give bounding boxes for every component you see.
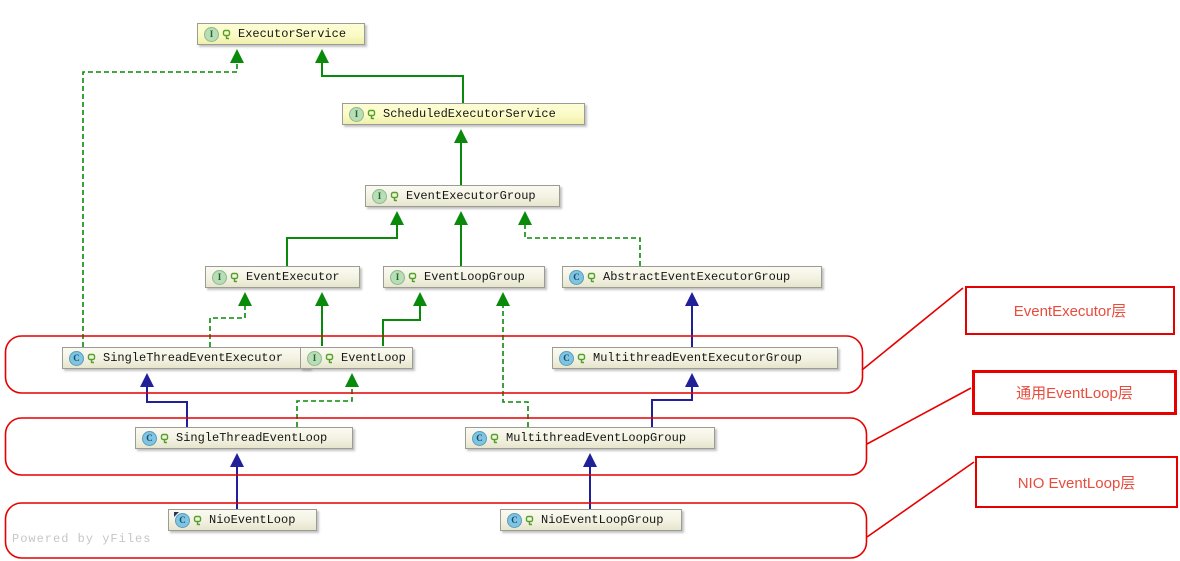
class-icon: C xyxy=(507,512,522,528)
layer-group-outlines xyxy=(4,287,975,559)
node-executor-service[interactable]: I ExecutorService xyxy=(197,23,365,45)
node-event-executor[interactable]: I EventExecutor xyxy=(205,266,360,288)
node-label: NioEventLoop xyxy=(209,513,296,527)
class-icon: C xyxy=(174,511,190,528)
node-event-executor-group[interactable]: I EventExecutorGroup xyxy=(365,185,560,207)
key-icon xyxy=(408,272,417,282)
node-label: SingleThreadEventExecutor xyxy=(103,351,284,365)
annotation-generic-event-loop-layer: 通用EventLoop层 xyxy=(972,370,1177,415)
class-icon: C xyxy=(142,430,157,446)
interface-icon: I xyxy=(390,269,405,285)
key-icon xyxy=(587,272,596,282)
final-class-marker xyxy=(174,511,179,517)
key-icon xyxy=(222,29,231,39)
node-label: ScheduledExecutorService xyxy=(383,107,556,121)
node-label: ExecutorService xyxy=(238,27,347,41)
interface-icon: I xyxy=(204,26,219,42)
interface-icon: I xyxy=(372,188,387,204)
yfiles-watermark: Powered by yFiles xyxy=(12,532,152,546)
class-icon: C xyxy=(559,350,574,366)
node-abstract-event-executor-group[interactable]: C AbstractEventExecutorGroup xyxy=(562,266,822,288)
annotation-event-executor-layer: EventExecutor层 xyxy=(965,286,1175,335)
node-multithread-event-loop-group[interactable]: C MultithreadEventLoopGroup xyxy=(465,427,715,449)
node-label: EventExecutor xyxy=(246,270,340,284)
node-label: NioEventLoopGroup xyxy=(541,513,664,527)
node-label: MultithreadEventLoopGroup xyxy=(506,431,687,445)
class-icon: C xyxy=(69,350,84,366)
node-label: SingleThreadEventLoop xyxy=(176,431,328,445)
node-nio-event-loop-group[interactable]: C NioEventLoopGroup xyxy=(500,509,682,531)
node-scheduled-executor-service[interactable]: I ScheduledExecutorService xyxy=(342,103,585,125)
node-event-loop[interactable]: I EventLoop xyxy=(300,347,413,369)
interface-icon: I xyxy=(349,106,364,122)
node-label: EventLoop xyxy=(341,351,406,365)
key-icon xyxy=(193,515,202,525)
interface-icon: I xyxy=(307,350,322,366)
key-icon xyxy=(367,109,376,119)
key-icon xyxy=(87,353,96,363)
node-multithread-event-executor-group[interactable]: C MultithreadEventExecutorGroup xyxy=(552,347,838,369)
node-label: AbstractEventExecutorGroup xyxy=(603,270,791,284)
annotation-nio-event-loop-layer: NIO EventLoop层 xyxy=(975,456,1178,508)
key-icon xyxy=(390,191,399,201)
key-icon xyxy=(490,433,499,443)
key-icon xyxy=(577,353,586,363)
key-icon xyxy=(525,515,534,525)
interface-icon: I xyxy=(212,269,227,285)
key-icon xyxy=(160,433,169,443)
node-label: MultithreadEventExecutorGroup xyxy=(593,351,802,365)
node-label: EventExecutorGroup xyxy=(406,189,536,203)
key-icon xyxy=(230,272,239,282)
node-single-thread-event-executor[interactable]: C SingleThreadEventExecutor xyxy=(62,347,310,369)
class-icon: C xyxy=(569,269,584,285)
class-icon: C xyxy=(472,430,487,446)
key-icon xyxy=(325,353,334,363)
node-event-loop-group[interactable]: I EventLoopGroup xyxy=(383,266,545,288)
node-nio-event-loop[interactable]: C NioEventLoop xyxy=(168,509,317,531)
node-single-thread-event-loop[interactable]: C SingleThreadEventLoop xyxy=(135,427,353,449)
node-label: EventLoopGroup xyxy=(424,270,525,284)
